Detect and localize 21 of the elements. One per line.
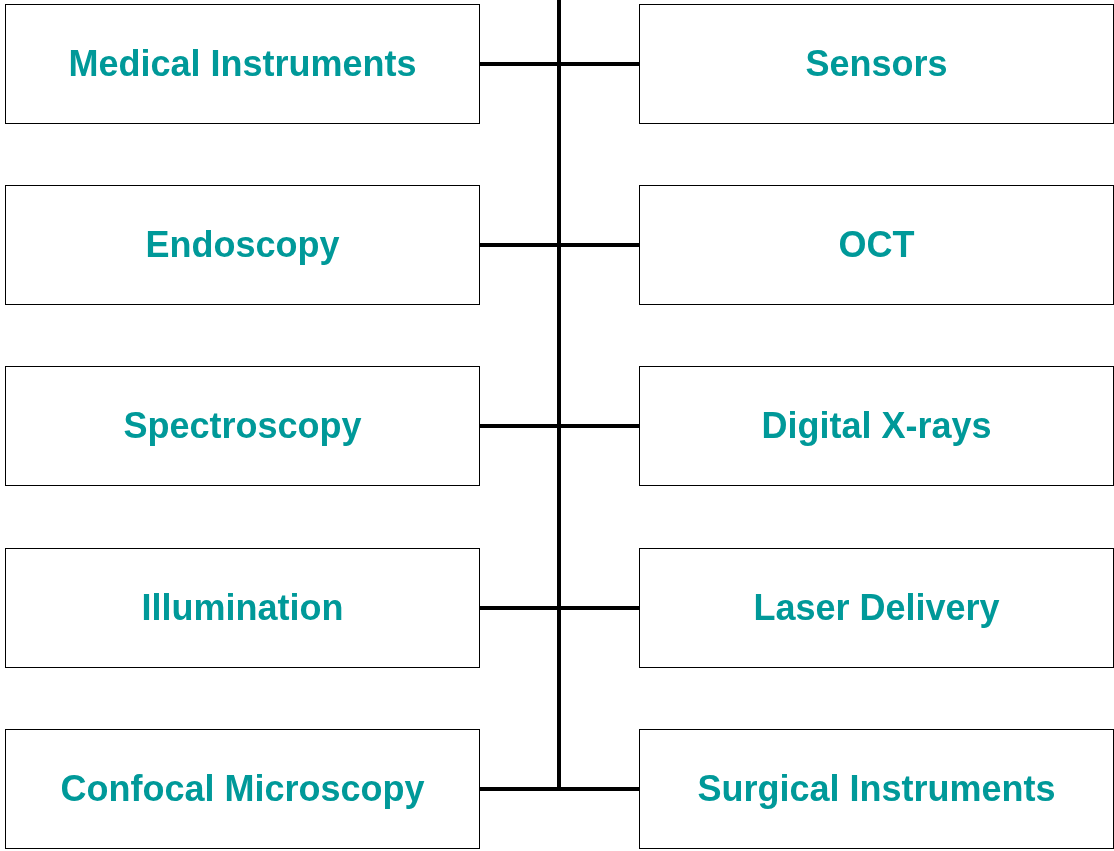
category-label: Illumination (141, 587, 344, 629)
category-label: OCT (838, 224, 915, 266)
category-box (5, 366, 480, 486)
category-box (5, 4, 480, 124)
category-box (5, 548, 480, 668)
category-label: Endoscopy (145, 224, 340, 266)
category-label: Laser Delivery (753, 587, 1000, 629)
category-box (639, 4, 1114, 124)
category-box (5, 729, 480, 849)
category-label: Sensors (805, 43, 948, 85)
category-box (639, 366, 1114, 486)
connector-line (557, 0, 639, 791)
category-label: Spectroscopy (123, 405, 362, 447)
category-box (639, 729, 1114, 849)
category-label: Medical Instruments (68, 43, 417, 85)
category-label: Surgical Instruments (697, 768, 1056, 810)
category-label: Digital X-rays (761, 405, 992, 447)
category-box (639, 548, 1114, 668)
category-label: Confocal Microscopy (60, 768, 425, 810)
category-box (5, 185, 480, 305)
category-box (639, 185, 1114, 305)
